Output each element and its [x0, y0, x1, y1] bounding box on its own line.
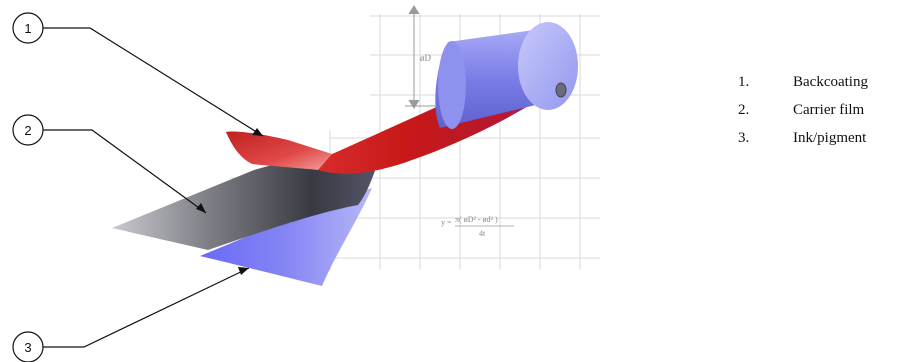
formula: y = π( øD² - ød² ) 4t — [441, 215, 514, 238]
callout-arrowheads — [196, 128, 263, 275]
diameter-label: øD — [420, 53, 432, 63]
ribbon-roll — [435, 22, 578, 129]
legend-item-carrier-film: 2. Carrier film — [738, 96, 868, 124]
callout-2: 2 — [12, 114, 44, 146]
formula-numerator: π( øD² - ød² ) — [455, 215, 498, 224]
svg-text:2: 2 — [24, 123, 31, 138]
legend-list: 1. Backcoating 2. Carrier film 3. Ink/pigme… — [738, 68, 868, 152]
svg-text:3: 3 — [24, 340, 31, 355]
legend-number: 3. — [738, 130, 750, 146]
formula-denominator: 4t — [479, 229, 486, 238]
legend-label: Backcoating — [793, 74, 868, 90]
legend-item-backcoating: 1. Backcoating — [738, 68, 868, 96]
callout-1: 1 — [12, 12, 44, 44]
callout-lines — [43, 27, 264, 348]
legend-label: Ink/pigment — [793, 130, 867, 146]
legend-label: Carrier film — [793, 102, 865, 118]
legend-number: 2. — [738, 102, 750, 118]
ink-pigment-layer — [200, 188, 372, 286]
callout-3: 3 — [12, 331, 44, 362]
svg-text:1: 1 — [24, 21, 31, 36]
legend-number: 1. — [738, 74, 750, 90]
legend-item-ink-pigment: 3. Ink/pigment — [738, 124, 868, 152]
formula-lhs: y = — [441, 218, 452, 227]
backcoating-flap — [226, 131, 332, 170]
carrier-film-layer — [112, 156, 378, 250]
